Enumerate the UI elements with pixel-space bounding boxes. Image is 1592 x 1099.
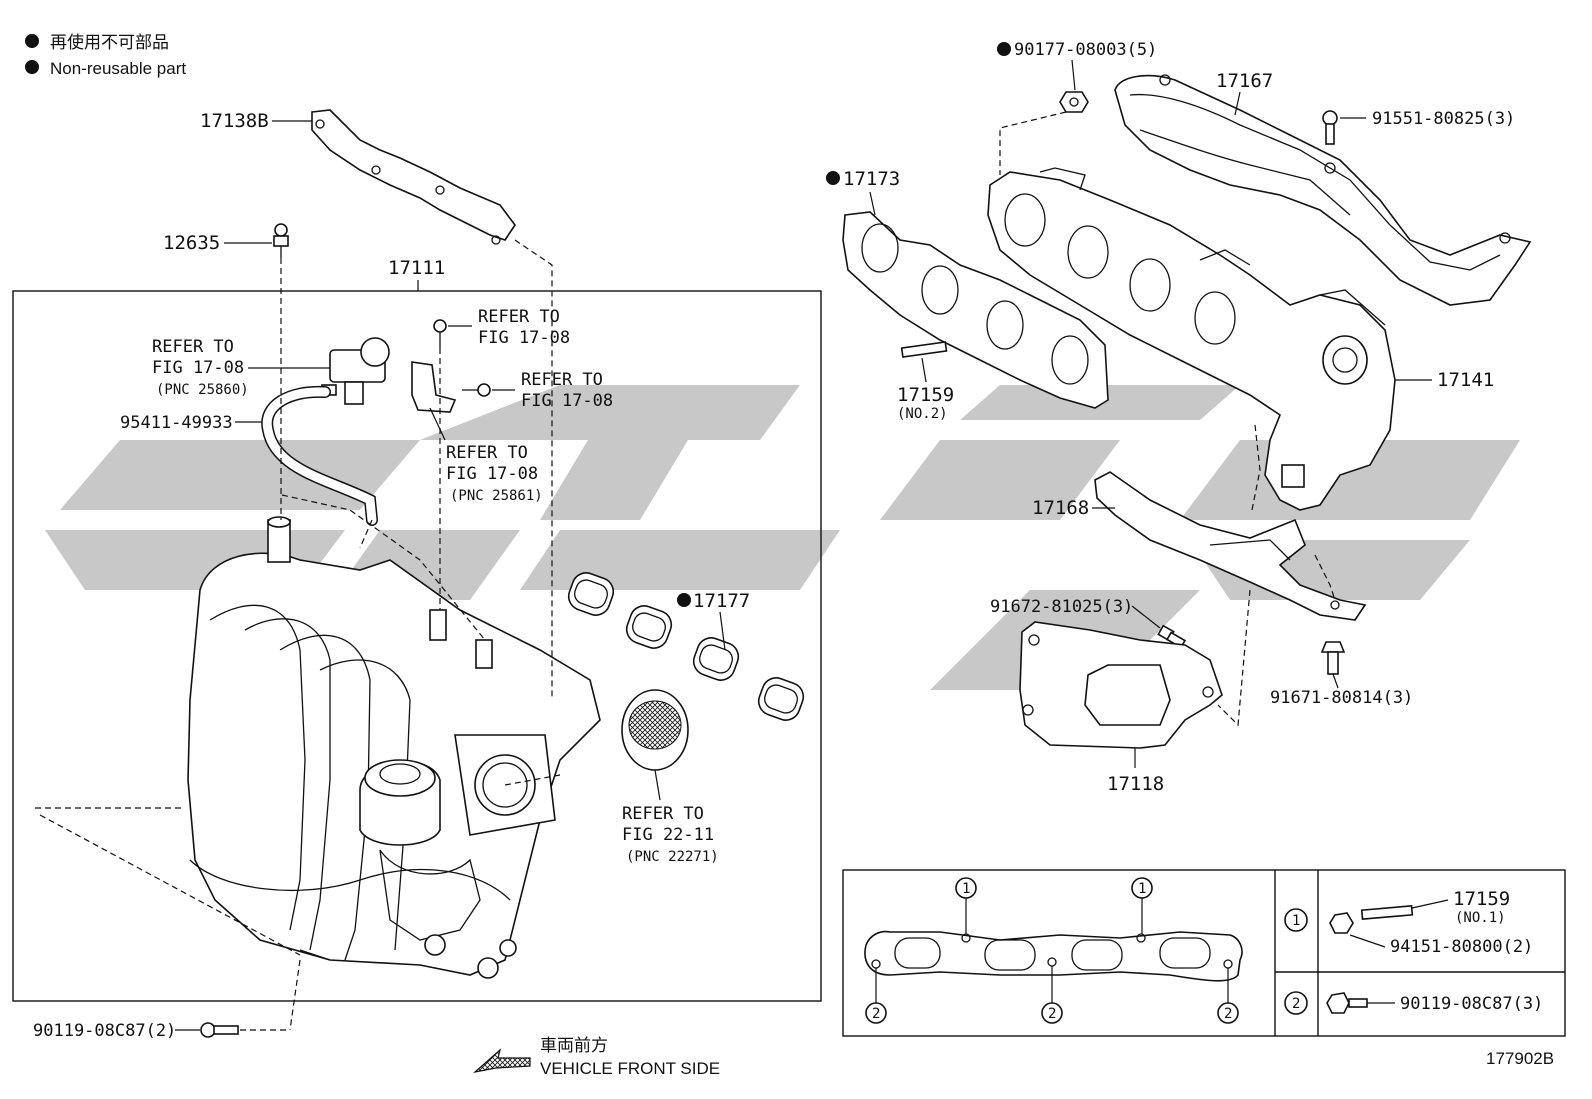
ref5-pnc: (PNC 22271) bbox=[626, 849, 719, 865]
marker-2-icon bbox=[865, 968, 887, 1024]
marker-1-text: 1 bbox=[1138, 881, 1146, 897]
ref5-line2: FIG 22-11 bbox=[622, 825, 714, 845]
marker-1-text: 1 bbox=[962, 881, 970, 897]
part-12635-grommet bbox=[273, 223, 289, 258]
vacuum-switching-valve bbox=[321, 337, 390, 405]
part-95411-hose bbox=[262, 387, 377, 525]
part-17111-intake-manifold bbox=[187, 516, 601, 979]
label-91672: 91672-81025(3) bbox=[990, 597, 1133, 617]
part-17173-exhaust-gasket bbox=[842, 211, 1109, 409]
legend-jp: 再使用不可部品 bbox=[50, 32, 169, 52]
ref4-pnc: (PNC 25861) bbox=[450, 488, 543, 504]
label-17118: 17118 bbox=[1107, 773, 1164, 795]
part-91671-bolt bbox=[1320, 641, 1346, 675]
marker-2-text: 2 bbox=[872, 1006, 880, 1022]
non-reusable-dot-icon bbox=[25, 34, 39, 48]
marker-1-icon bbox=[955, 877, 977, 934]
part-17141-exhaust-manifold bbox=[987, 167, 1396, 511]
label-90119-left: 90119-08C87(2) bbox=[33, 1021, 176, 1041]
ref-bolt-side bbox=[462, 383, 491, 397]
ref-bracket bbox=[411, 361, 457, 413]
label-95411: 95411-49933 bbox=[120, 413, 233, 433]
part-90119-bolt bbox=[200, 1022, 239, 1038]
part-17177-gasket bbox=[567, 572, 805, 721]
direction-jp: 車両前方 bbox=[540, 1036, 608, 1055]
marker-1-icon bbox=[1131, 877, 1153, 934]
ref4-line1: REFER TO bbox=[446, 443, 528, 463]
legend: 再使用不可部品 Non-reusable part bbox=[25, 32, 186, 78]
non-reusable-dot-icon bbox=[826, 171, 840, 185]
part-17118-insulator bbox=[1019, 621, 1223, 749]
ref1-pnc: (PNC 25860) bbox=[156, 382, 249, 398]
vehicle-front-arrow-icon bbox=[472, 1048, 531, 1074]
marker-1-icon bbox=[1284, 908, 1308, 932]
ref2-line2: FIG 17-08 bbox=[478, 328, 570, 348]
label-17138B: 17138B bbox=[200, 110, 269, 132]
marker-2-text: 2 bbox=[1048, 1006, 1056, 1022]
label-17111: 17111 bbox=[388, 257, 445, 279]
label-17159-no1-sub: (NO.1) bbox=[1455, 910, 1506, 926]
ref3-line1: REFER TO bbox=[521, 370, 603, 390]
figure-id: 177902B bbox=[1486, 1049, 1554, 1068]
legend-en: Non-reusable part bbox=[50, 59, 186, 78]
part-17159-stud-no2 bbox=[900, 341, 948, 358]
label-17167: 17167 bbox=[1216, 70, 1273, 92]
inset-gasket-detail: 1 1 2 2 2 1 2 17159 (NO.1) 94151-80800(2… bbox=[842, 869, 1566, 1037]
marker-2-text: 2 bbox=[1292, 996, 1300, 1012]
label-91551: 91551-80825(3) bbox=[1372, 109, 1515, 129]
part-90177-nut bbox=[1059, 91, 1089, 113]
marker-2-text: 2 bbox=[1224, 1006, 1232, 1022]
label-17141: 17141 bbox=[1437, 369, 1494, 391]
non-reusable-dot-icon bbox=[997, 42, 1011, 56]
direction-en: VEHICLE FRONT SIDE bbox=[540, 1059, 720, 1078]
part-17167-heat-insulator bbox=[1114, 74, 1532, 306]
part-91551-bolt bbox=[1322, 110, 1338, 145]
ref1-line2: FIG 17-08 bbox=[152, 358, 244, 378]
marker-2-icon bbox=[1217, 968, 1239, 1024]
ref5-line1: REFER TO bbox=[622, 804, 704, 824]
marker-2-icon bbox=[1284, 991, 1308, 1015]
label-90177: 90177-08003(5) bbox=[1014, 40, 1157, 60]
label-17177: 17177 bbox=[693, 590, 750, 612]
ref1-line1: REFER TO bbox=[152, 337, 234, 357]
ref3-line2: FIG 17-08 bbox=[521, 391, 613, 411]
ref2-line1: REFER TO bbox=[478, 307, 560, 327]
part-17138B-bracket bbox=[311, 109, 516, 245]
label-12635: 12635 bbox=[163, 232, 220, 254]
label-17168: 17168 bbox=[1032, 497, 1089, 519]
part-17168-bracket bbox=[1094, 471, 1367, 621]
intake-manifold-group-frame bbox=[12, 290, 822, 1002]
part-17159-stud-no1 bbox=[1360, 904, 1414, 921]
label-94151: 94151-80800(2) bbox=[1390, 937, 1533, 957]
label-17159-no2-sub: (NO.2) bbox=[897, 406, 948, 422]
ref4-line2: FIG 17-08 bbox=[446, 464, 538, 484]
label-90119-inset: 90119-08C87(3) bbox=[1400, 994, 1543, 1014]
non-reusable-dot-icon bbox=[25, 60, 39, 74]
throttle-body-gasket bbox=[621, 689, 689, 771]
label-91671: 91671-80814(3) bbox=[1270, 688, 1413, 708]
marker-2-icon bbox=[1041, 966, 1063, 1024]
part-94151-nut bbox=[1329, 912, 1354, 934]
ref-bolt-top bbox=[433, 319, 447, 348]
label-17159-no2: 17159 bbox=[897, 384, 954, 406]
non-reusable-dot-icon bbox=[677, 593, 691, 607]
label-17173: 17173 bbox=[843, 168, 900, 190]
label-17159-no1: 17159 bbox=[1453, 888, 1510, 910]
marker-1-text: 1 bbox=[1292, 913, 1300, 929]
